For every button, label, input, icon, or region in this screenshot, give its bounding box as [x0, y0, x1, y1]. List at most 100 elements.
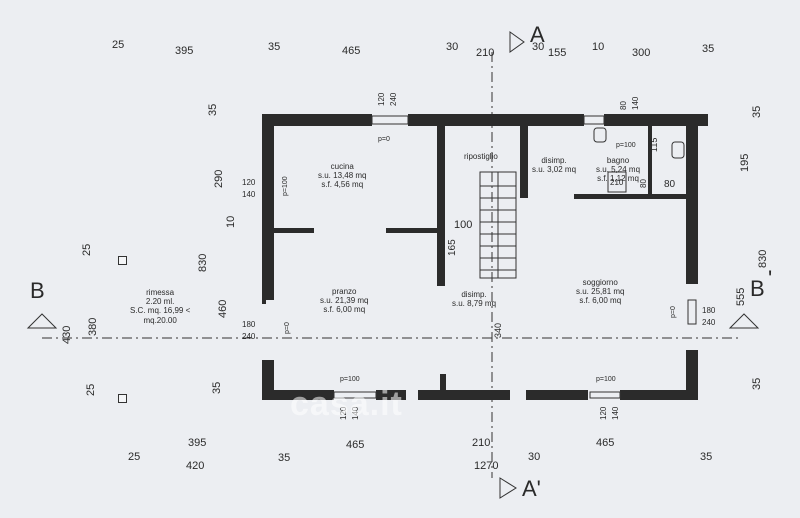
- room-name: bagno: [606, 156, 630, 165]
- interior-dim: 240: [702, 318, 716, 327]
- top-dim: 30: [446, 41, 459, 53]
- bottom-dim: 420: [186, 460, 205, 472]
- top-dim: 465: [342, 45, 361, 57]
- room-line: S.C. mq. 16,99 <: [130, 306, 191, 316]
- interior-dim: p=0: [284, 322, 291, 334]
- section-label-b-right: B: [750, 276, 765, 301]
- interior-dim: 80: [639, 179, 648, 188]
- top-dim: 300: [632, 47, 651, 59]
- room-su: s.u. 3,02 mq: [532, 165, 577, 175]
- interior-dim: 340: [493, 322, 503, 338]
- top-dim: 395: [175, 45, 194, 57]
- section-label-b: B: [30, 278, 45, 303]
- interior-dim: 120: [377, 92, 386, 106]
- bathroom-fixtures: [593, 127, 685, 193]
- left-dim: 290: [213, 169, 225, 188]
- section-arrow-b-left: [26, 313, 58, 329]
- room-su: s.u. 25,81 mq: [576, 287, 625, 297]
- interior-dim: 165: [447, 239, 458, 256]
- interior-dim: 80: [664, 179, 676, 190]
- section-arrow-a-top: [509, 31, 525, 53]
- left-dim: 35: [207, 103, 219, 116]
- bottom-dim: 465: [346, 439, 365, 451]
- room-name: cucina: [330, 162, 354, 171]
- bottom-dim: 30: [528, 451, 541, 463]
- watermark: casa.it: [290, 385, 403, 423]
- room-ripostiglio: ripostiglio: [464, 152, 498, 161]
- top-dim: 155: [548, 47, 567, 59]
- survey-marker: [118, 256, 127, 265]
- top-dim: 10: [592, 41, 605, 53]
- interior-dim: 180: [242, 320, 256, 329]
- bottom-dim: 465: [596, 437, 615, 449]
- interior-dim: 120: [242, 178, 256, 187]
- inner-walls: [262, 126, 686, 390]
- room-line: mq.20.00: [143, 315, 177, 325]
- room-su: s.u. 5,24 mq: [596, 165, 641, 175]
- interior-dim: 240: [242, 332, 256, 341]
- interior-dim: 140: [631, 96, 640, 110]
- left-dim: 25: [85, 383, 97, 396]
- room-name: soggiorno: [582, 278, 618, 287]
- left-dim: 10: [225, 215, 237, 228]
- bottom-dim: 210: [472, 437, 491, 449]
- section-label-b-prime: ': [768, 266, 773, 291]
- room-bagno: bagno s.u. 5,24 mq s.f. 1,12 mq: [596, 156, 640, 184]
- room-line: 2.20 ml.: [145, 297, 175, 307]
- room-sf: s.f. 4,56 mq: [321, 180, 364, 190]
- room-name: rimessa: [146, 288, 175, 297]
- interior-dim: 140: [611, 406, 620, 420]
- interior-dim: p=100: [596, 376, 616, 383]
- room-sf: s.f. 1,12 mq: [597, 174, 639, 184]
- bottom-dim: 25: [128, 451, 141, 463]
- interior-dim: 100: [454, 219, 473, 231]
- section-label-a: A: [530, 22, 545, 47]
- room-disimp-1: disimp. s.u. 3,02 mq: [532, 156, 576, 174]
- left-dim: 35: [211, 381, 223, 394]
- top-dim: 25: [112, 39, 125, 51]
- interior-dim: 140: [242, 190, 256, 199]
- interior-dim: 120: [599, 406, 608, 420]
- interior-dim: 80: [619, 101, 628, 110]
- interior-dim: p=0: [670, 306, 677, 318]
- room-su: s.u. 21,39 mq: [320, 296, 369, 306]
- left-dim: 25: [81, 243, 93, 256]
- bottom-dim: 1270: [474, 460, 499, 472]
- interior-dim: 80: [685, 179, 694, 188]
- outer-walls: [262, 114, 708, 400]
- section-label-a-prime: A': [522, 476, 541, 501]
- right-dim: 35: [751, 377, 763, 390]
- room-cucina: cucina s.u. 13,48 mq s.f. 4,56 mq: [318, 162, 366, 190]
- bottom-dim: 395: [188, 437, 207, 449]
- interior-dim: 115: [649, 137, 659, 152]
- top-dim: 210: [476, 47, 495, 59]
- interior-dim: p=100: [340, 376, 360, 383]
- room-rimessa: rimessa 2.20 ml. S.C. mq. 16,99 < mq.20.…: [130, 288, 190, 325]
- right-dim: 195: [739, 153, 751, 172]
- section-arrow-b-right: [728, 313, 760, 329]
- survey-marker: [118, 394, 127, 403]
- room-sf: s.f. 6,00 mq: [323, 305, 366, 315]
- room-su: s.u. 8,79 mq: [452, 299, 497, 309]
- room-soggiorno: soggiorno s.u. 25,81 mq s.f. 6,00 mq: [576, 278, 624, 306]
- left-dim: 830: [197, 253, 209, 272]
- left-dim: 430: [61, 325, 73, 344]
- bottom-dim: 35: [278, 452, 291, 464]
- top-dim: 35: [702, 43, 715, 55]
- interior-dim: p=0: [378, 136, 390, 143]
- right-dim: 35: [751, 105, 763, 118]
- interior-dim: 180: [702, 306, 716, 315]
- right-dim: 555: [735, 287, 747, 306]
- bottom-dim: 35: [700, 451, 713, 463]
- top-dim: 30: [532, 41, 545, 53]
- left-dim: 380: [87, 317, 99, 336]
- windows: [333, 115, 697, 399]
- interior-dim: p=100: [282, 176, 289, 196]
- room-name: disimp.: [541, 156, 567, 165]
- room-name: disimp.: [461, 290, 487, 299]
- left-dim: 460: [217, 299, 229, 318]
- room-su: s.u. 13,48 mq: [318, 171, 367, 181]
- interior-dim: 210: [610, 178, 624, 187]
- room-pranzo: pranzo s.u. 21,39 mq s.f. 6,00 mq: [320, 287, 368, 315]
